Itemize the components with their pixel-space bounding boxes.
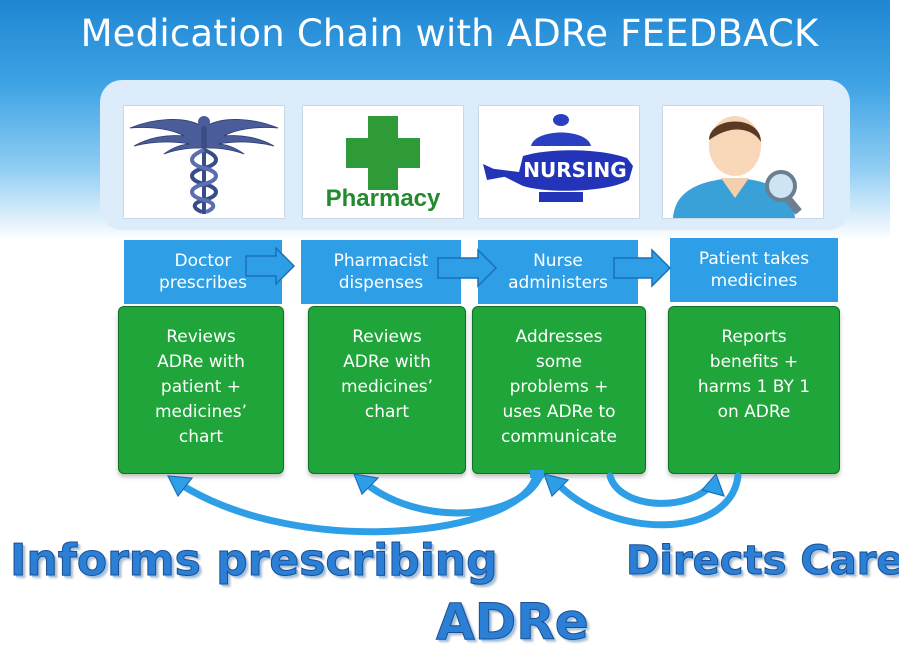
- card-patient: Reports benefits + harms 1 BY 1 on ADRe: [668, 306, 840, 474]
- card-line: ADRe with: [343, 352, 431, 372]
- card-line: uses ADRe to: [502, 402, 616, 422]
- card-line: problems +: [509, 377, 609, 397]
- nursing-lamp-icon: NURSING: [479, 106, 639, 218]
- role-label: Pharmacist: [333, 251, 429, 271]
- card-line: medicines’: [154, 402, 248, 422]
- page-title: Medication Chain with ADRe FEEDBACK: [80, 12, 819, 55]
- picture-pharmacy: Pharmacy: [302, 105, 464, 219]
- card-line: Reviews: [352, 327, 422, 347]
- role-label: Nurse: [533, 251, 583, 271]
- pharmacy-label: Pharmacy: [326, 185, 441, 212]
- picture-nursing: NURSING: [478, 105, 640, 219]
- role-label: Doctor: [174, 251, 232, 271]
- feedback-curve-patient: [606, 472, 716, 507]
- feedback-curve-doctor: [176, 472, 540, 536]
- caption-adre: ADRe: [436, 593, 590, 652]
- picture-doctor: [123, 105, 285, 219]
- card-text: Addresses some problems + uses ADRe to commu…: [501, 307, 617, 473]
- caption-directs-care: Directs Care: [626, 538, 899, 585]
- card-line: chart: [178, 427, 224, 447]
- card-line: patient +: [160, 377, 242, 397]
- arrowhead-doctor: [166, 475, 194, 498]
- card-line: chart: [364, 402, 410, 422]
- card-line: medicines’: [340, 377, 434, 397]
- card-line: Reviews: [166, 327, 236, 347]
- card-line: Addresses: [515, 327, 603, 347]
- card-line: communicate: [500, 427, 618, 447]
- card-line: benefits +: [709, 352, 799, 372]
- role-label: dispenses: [338, 273, 424, 293]
- feedback-curve-nurse: [552, 472, 742, 529]
- arrowhead-pharmacist: [353, 473, 380, 496]
- arrowhead-nurse: [543, 473, 570, 498]
- card-line: Reports: [721, 327, 787, 347]
- feedback-curve-pharmacist: [360, 472, 544, 517]
- role-label: administers: [508, 273, 608, 293]
- pharmacy-cross-icon: Pharmacy: [303, 106, 463, 218]
- card-nurse: Addresses some problems + uses ADRe to commu…: [472, 306, 646, 474]
- role-label: prescribes: [159, 273, 247, 293]
- picture-patient: [662, 105, 824, 219]
- arrowhead-patient: [700, 472, 725, 497]
- role-label: medicines: [710, 271, 798, 291]
- card-line: harms 1 BY 1: [697, 377, 811, 397]
- nursing-label: NURSING: [523, 158, 626, 182]
- card-line: on ADRe: [717, 402, 791, 422]
- card-line: some: [535, 352, 583, 372]
- caption-informs-prescribing: Informs prescribing: [10, 535, 499, 587]
- role-label: Patient takes: [698, 249, 810, 269]
- card-line: ADRe with: [157, 352, 245, 372]
- caduceus-icon: [129, 116, 279, 214]
- card-text: Reports benefits + harms 1 BY 1 on ADRe: [698, 307, 810, 473]
- patient-magnifier-icon: [663, 106, 823, 218]
